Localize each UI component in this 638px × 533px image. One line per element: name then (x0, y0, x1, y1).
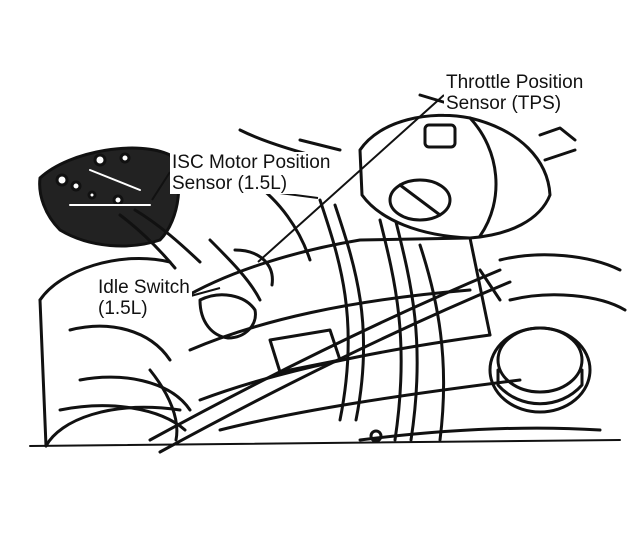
tps-leader-line (257, 94, 445, 263)
idle-callout-line-2: (1.5L) (98, 298, 148, 319)
oil-filler-cap (488, 326, 592, 414)
idle-callout-line-1: Idle Switch (98, 277, 190, 298)
throttle-body (358, 113, 577, 240)
isc-callout-line-1: ISC Motor Position (172, 152, 331, 173)
isc-motor-assembly (38, 146, 202, 270)
tps-callout-line-2: Sensor (TPS) (446, 93, 562, 114)
idle-switch-body (198, 248, 274, 340)
vacuum-hoses (148, 198, 512, 454)
bolt (369, 429, 383, 443)
idle-switch-callout: Idle Switch (1.5L) (96, 277, 192, 319)
isc-leader-line (151, 171, 171, 201)
air-intake-tube (38, 257, 192, 448)
valve-cover (358, 253, 627, 442)
isc-callout-line-2: Sensor (1.5L) (172, 173, 288, 194)
intake-manifold (178, 236, 522, 432)
tps-callout: Throttle Position Sensor (TPS) (444, 72, 586, 114)
tps-callout-line-1: Throttle Position (446, 72, 584, 93)
isc-callout: ISC Motor Position Sensor (1.5L) (170, 152, 333, 194)
frame-bottom-edge (29, 439, 621, 447)
